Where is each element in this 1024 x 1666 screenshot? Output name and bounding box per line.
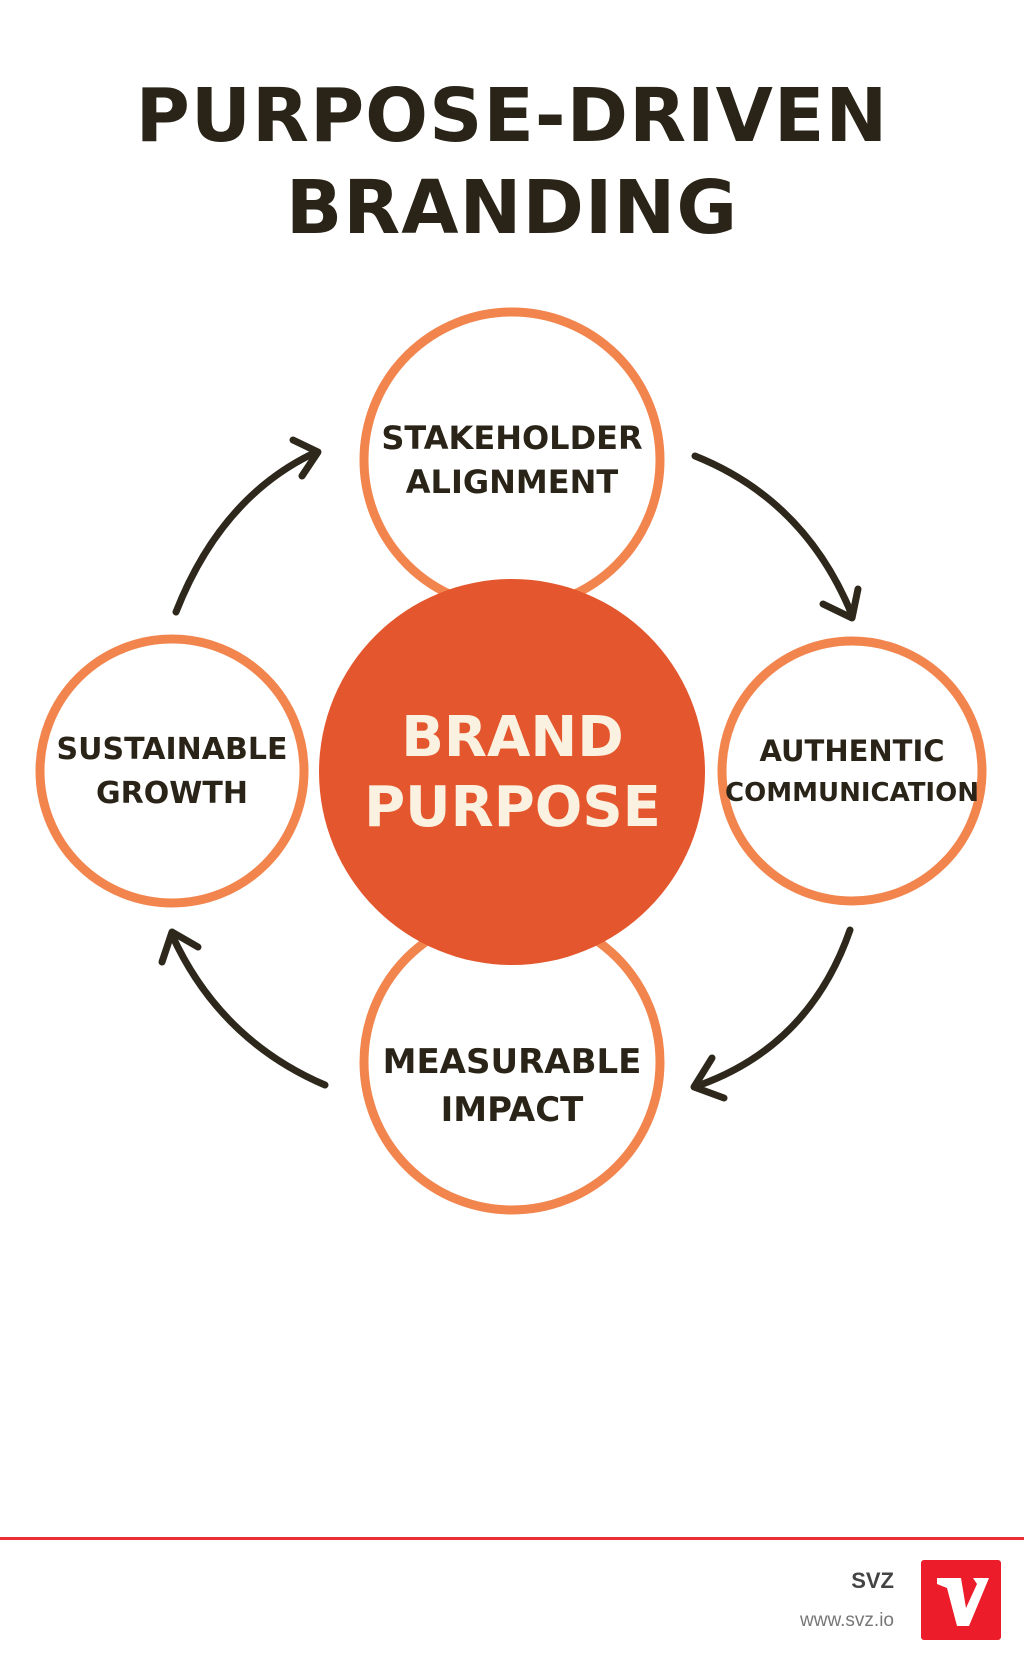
arrow-head-3: [690, 1054, 728, 1102]
node-bottom-line-1: MEASURABLE: [382, 1042, 642, 1082]
node-left-line-2: GROWTH: [96, 776, 248, 811]
arrow-impact-to-growth: [168, 931, 329, 1089]
node-top-line-2: ALIGNMENT: [405, 463, 619, 501]
center-circle: [319, 579, 705, 965]
center-line-1: BRAND: [401, 704, 624, 770]
footer-divider: [0, 1537, 1024, 1540]
arrow-alignment-to-communication: [691, 452, 856, 619]
arrow-growth-to-alignment: [172, 451, 314, 616]
center-line-2: PURPOSE: [364, 774, 661, 840]
arrow-head-1: [289, 436, 322, 480]
node-circle-right: [717, 636, 987, 906]
node-bottom-line-2: IMPACT: [440, 1090, 584, 1130]
svz-logo-icon: [921, 1560, 1001, 1640]
node-label-top: STAKEHOLDER ALIGNMENT: [362, 400, 662, 520]
node-left-line-1: SUSTAINABLE: [56, 732, 288, 767]
title-line-2: BRANDING: [285, 165, 739, 251]
footer-brand-name: SVZ: [851, 1568, 894, 1593]
node-label-right: AUTHENTIC COMMUNICATION: [725, 720, 979, 824]
node-label-left: SUSTAINABLE GROWTH: [48, 718, 296, 826]
node-right-line-1: AUTHENTIC: [759, 734, 945, 768]
node-circle-left: [35, 634, 309, 908]
page-title: PURPOSE-DRIVEN BRANDING: [0, 70, 1024, 254]
node-top-line-1: STAKEHOLDER: [381, 419, 643, 457]
node-right-line-2: COMMUNICATION: [725, 778, 979, 808]
title-line-1: PURPOSE-DRIVEN: [135, 73, 889, 159]
cycle-arrows: [158, 436, 862, 1102]
arrow-communication-to-impact: [696, 926, 854, 1089]
center-label: BRAND PURPOSE: [320, 580, 705, 965]
arrow-head-2: [819, 585, 862, 622]
arrow-head-4: [158, 928, 202, 966]
footer-url[interactable]: www.svz.io: [800, 1610, 894, 1631]
node-label-bottom: MEASURABLE IMPACT: [362, 1026, 662, 1146]
